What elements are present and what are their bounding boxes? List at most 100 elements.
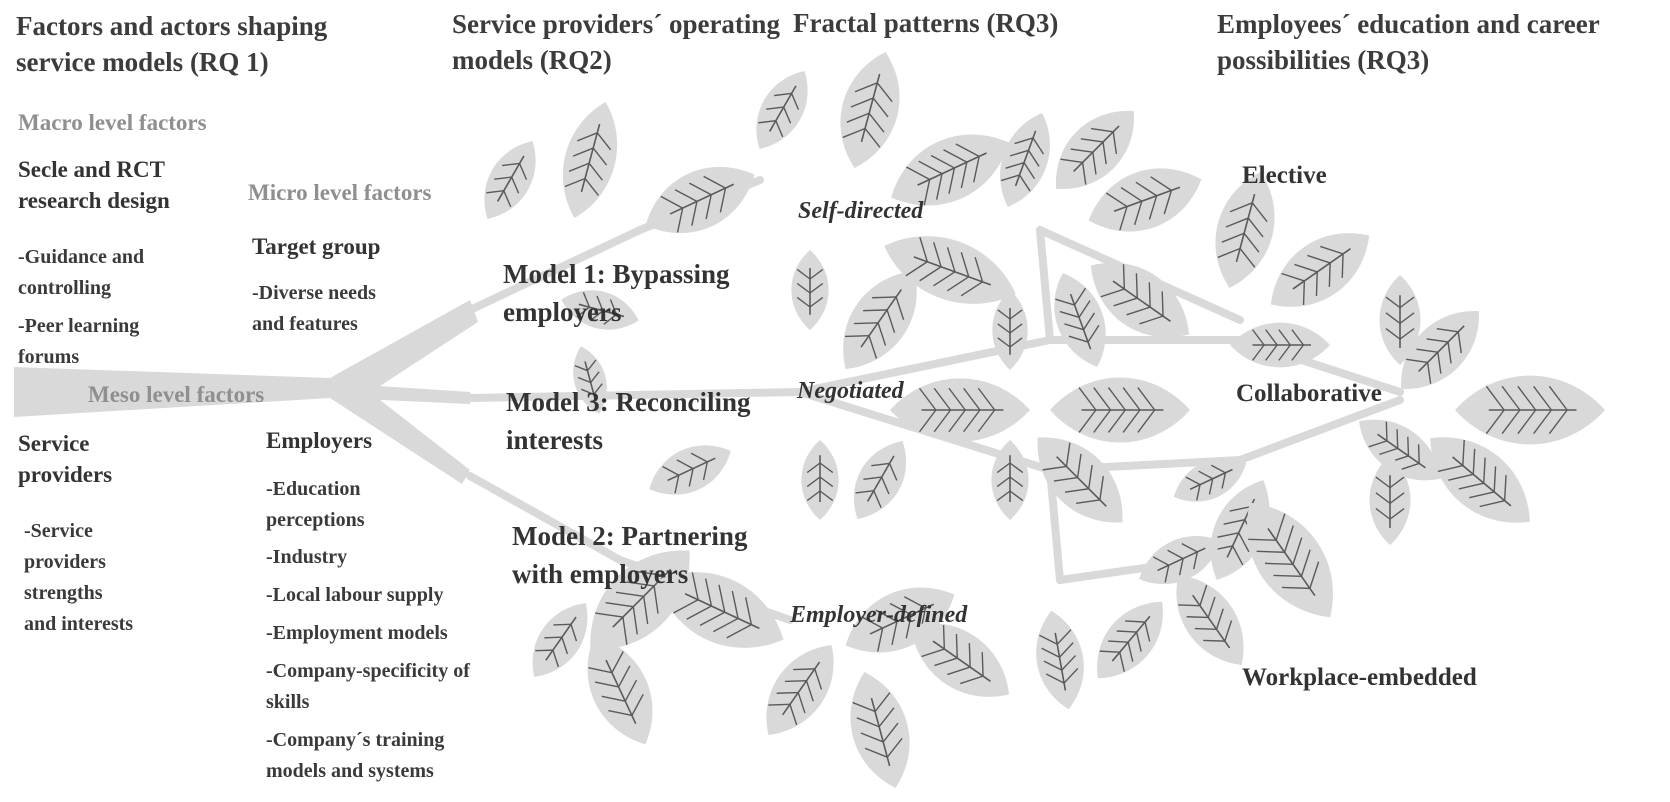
leaf-vein (1088, 464, 1093, 489)
tree-branch (1236, 396, 1404, 464)
leaf-vein (1045, 673, 1065, 684)
tree-branch (466, 226, 644, 314)
leaf-vein (806, 490, 821, 502)
leaf-vein (624, 679, 638, 702)
leaf-vein (584, 361, 597, 402)
leaf-vein (1485, 409, 1505, 435)
leaf (992, 290, 1028, 370)
leaf-vein (1251, 202, 1268, 223)
leaf (1056, 111, 1134, 189)
leaf-vein (1009, 337, 1023, 348)
leaf-vein (1448, 473, 1474, 481)
header-rq1: Factors and actors shaping service model… (16, 11, 328, 78)
leaf-vein (1122, 264, 1126, 290)
leaf-vein (981, 652, 984, 677)
leaf-vein (704, 578, 713, 607)
leaf-vein (1199, 584, 1208, 606)
leaf-vein (1235, 193, 1256, 263)
leaf-vein (860, 73, 881, 143)
leaf-vein (1042, 465, 1067, 471)
leaf-vein (846, 112, 870, 123)
leaf (1050, 377, 1190, 443)
leaf-vein (676, 207, 684, 233)
leaf (891, 134, 1009, 206)
leaf-vein (503, 190, 512, 208)
leaf-vein (1396, 429, 1399, 449)
leaf-vein (535, 649, 553, 652)
leaf-vein (611, 651, 624, 673)
leaf-vein (643, 596, 649, 625)
leaf-vein (1060, 158, 1083, 164)
leaf-vein (494, 176, 512, 180)
leaf-vein (933, 409, 952, 433)
leaf-vein (1221, 472, 1227, 489)
leaf-vein (1043, 660, 1063, 671)
leaf-vein (719, 187, 727, 213)
leaf-vein (1080, 138, 1104, 143)
leaf-vein (1472, 448, 1476, 475)
leaf (1230, 322, 1330, 368)
leaf-vein (1426, 362, 1432, 384)
leaf-vein (1185, 476, 1201, 486)
leaf-vein (806, 462, 821, 474)
employers-item: -Local labour supply (266, 584, 444, 606)
macro-item: -Peer learning forums (18, 315, 140, 368)
leaf (1430, 437, 1530, 523)
leaf-vein (878, 707, 895, 728)
pattern-negotiated: Negotiated (797, 378, 904, 404)
leaf-vein (1068, 335, 1089, 343)
micro-subtitle: Target group (252, 234, 381, 259)
leaf-vein (1501, 409, 1521, 435)
leaf-vein (1217, 532, 1239, 538)
leaf-vein (1122, 387, 1141, 411)
leaf-vein (636, 570, 665, 577)
leaf-vein (674, 189, 698, 203)
leaf-vein (1137, 409, 1156, 433)
leaf-vein (774, 92, 792, 97)
leaf-vein (1112, 280, 1171, 322)
leaf-vein (875, 609, 898, 623)
leaf-vein (580, 123, 601, 193)
leaf-vein (1099, 650, 1120, 653)
leaf-vein (1108, 640, 1129, 643)
header-rq3: Employees´ education and career possibil… (1217, 9, 1600, 76)
leaf-vein (1119, 206, 1128, 231)
macro-item: -Guidance and controlling (18, 246, 145, 299)
leaf-vein (699, 611, 726, 627)
leaf-vein (662, 465, 680, 476)
pattern-self-directed: Self-directed (798, 198, 924, 224)
tree-branch (466, 472, 624, 564)
leaf-vein (960, 252, 970, 278)
leaf-vein (1426, 338, 1449, 343)
leaf-vein (572, 147, 594, 157)
leaf-vein (968, 643, 971, 668)
leaf-vein (1302, 280, 1306, 305)
leaf-vein (1437, 352, 1442, 374)
leaf-vein (842, 127, 866, 139)
leaf-vein (561, 637, 569, 655)
leaf-vein (877, 322, 887, 346)
macro-subtitle: Secle and RCT research design (18, 157, 170, 214)
leaf-vein (595, 612, 624, 618)
leaf-vein (955, 143, 980, 158)
leaf-vein (996, 462, 1011, 474)
leaf-vein (881, 476, 890, 495)
leaf-vein (744, 597, 753, 625)
leaf-vein (895, 296, 905, 320)
leaf-vein (948, 167, 956, 194)
leaf-vein (586, 359, 597, 372)
leaf-vein (886, 737, 903, 758)
leaf-vein (996, 476, 1011, 488)
leaf (532, 603, 588, 677)
service-providers-title: Service providers (18, 431, 113, 488)
leaf-vein (1063, 668, 1079, 684)
leaf-vein (1009, 476, 1024, 488)
leaf-vein (872, 296, 897, 299)
employers-item: -Company´s training models and systems (266, 729, 445, 782)
leaf-vein (1406, 358, 1428, 364)
leaf-vein (869, 603, 935, 635)
leaf-vein (1417, 444, 1420, 464)
leaf-vein (1059, 642, 1074, 658)
employers-item: -Company-specificity of skills (266, 660, 470, 713)
leaf-vein (863, 309, 888, 312)
